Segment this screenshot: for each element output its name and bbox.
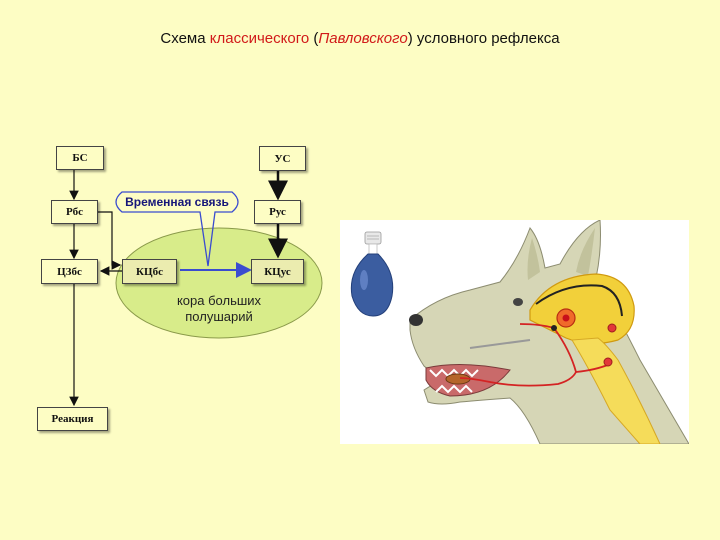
arrow-rbs-to-ktsbs <box>98 211 122 270</box>
node-rus: Рус <box>254 200 301 224</box>
node-bs: БС <box>56 146 104 170</box>
node-ktsus: КЦус <box>251 259 304 284</box>
light-bulb-icon <box>350 231 394 317</box>
title-part-1: Схема <box>160 30 210 47</box>
temporary-link-callout <box>115 191 239 267</box>
neural-pathway <box>459 308 617 387</box>
node-ktsbs: КЦбс <box>122 259 177 284</box>
node-rbs: Рбс <box>51 200 98 224</box>
title-part-3: ( <box>309 30 319 47</box>
dog-illustration-svg <box>340 219 690 445</box>
title-part-pavlovian: Павловского <box>318 30 408 47</box>
cortex-label-line2: полушарий <box>185 309 253 324</box>
cortex-label: кора больших полушарий <box>118 293 320 325</box>
cortex-label-line1: кора больших <box>176 293 262 308</box>
temporary-link-label: Временная связь <box>125 195 229 209</box>
node-tszbs: ЦЗбс <box>41 259 98 284</box>
title-part-5: ) условного рефлекса <box>407 30 560 47</box>
dog-illustration <box>340 219 690 445</box>
page-title: Схема классического (Павловского) условн… <box>0 30 720 47</box>
node-us: УС <box>259 146 306 171</box>
node-reaction: Реакция <box>37 407 108 431</box>
title-part-classical: классического <box>209 30 310 47</box>
